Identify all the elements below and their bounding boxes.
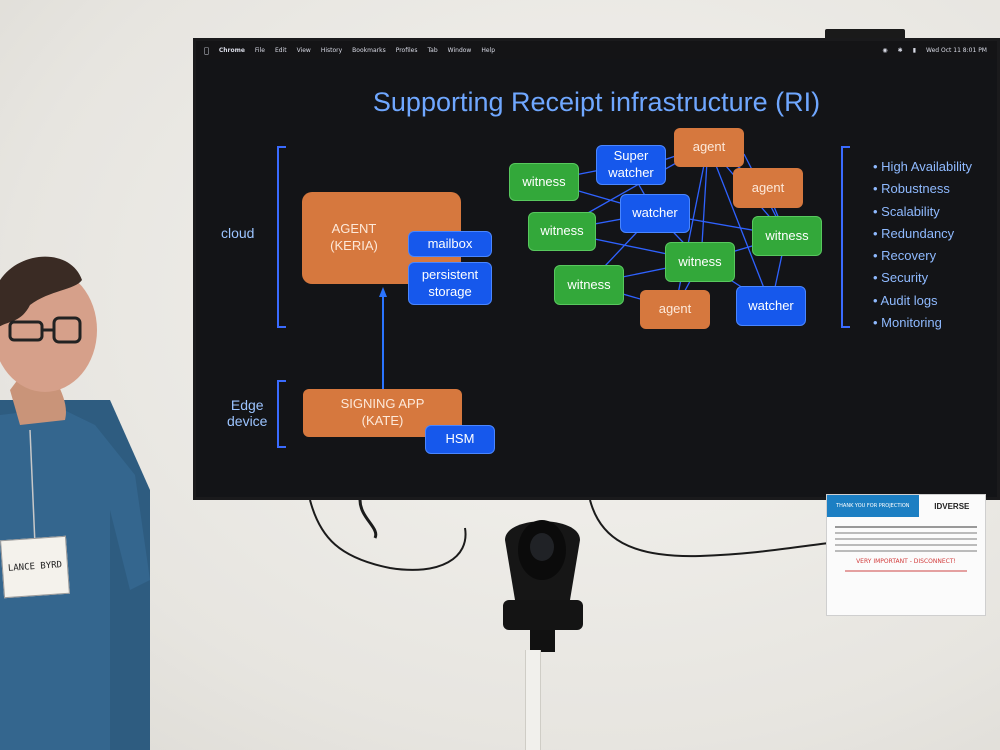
presenter-person <box>0 256 150 750</box>
battery-icon[interactable]: ▮ <box>912 46 916 54</box>
menu-edit[interactable]: Edit <box>270 46 287 54</box>
menu-app-name[interactable]: Chrome <box>214 46 245 54</box>
menu-help[interactable]: Help <box>476 46 495 54</box>
mailbox-box: mailbox <box>408 231 492 257</box>
camera-pole <box>525 650 541 750</box>
menu-view[interactable]: View <box>291 46 311 54</box>
menubar-clock[interactable]: Wed Oct 11 8:01 PM <box>926 46 987 54</box>
menu-profiles[interactable]: Profiles <box>390 46 418 54</box>
wifi-icon[interactable]: ◉ <box>882 46 888 54</box>
cables <box>309 499 831 571</box>
persistent-storage-box: persistent storage <box>408 262 492 305</box>
slide-title: Supporting Receipt infrastructure (RI) <box>372 87 821 117</box>
cloud-label: cloud <box>221 225 255 241</box>
menu-window[interactable]: Window <box>442 46 472 54</box>
edge-device-label: Edge device <box>227 397 268 429</box>
agent-node: agent <box>733 168 803 208</box>
feature-item: High Availability <box>873 159 972 181</box>
feature-item: Recovery <box>873 248 972 270</box>
witness-node: witness <box>528 212 596 251</box>
projection-instructions-sign: THANK YOU FOR PROJECTION IDVERSE VERY IM… <box>826 494 986 616</box>
watcher-node: watcher <box>620 194 690 233</box>
feature-item: Security <box>873 270 972 292</box>
witness-node: witness <box>752 216 822 256</box>
sign-body-text: VERY IMPORTANT - DISCONNECT! <box>827 517 985 581</box>
tv-display:  Chrome File Edit View History Bookmark… <box>193 38 1000 500</box>
agent-node: agent <box>674 128 744 167</box>
bluetooth-icon[interactable]: ✱ <box>897 46 903 54</box>
feature-list: High Availability Robustness Scalability… <box>873 159 972 337</box>
feature-item: Redundancy <box>873 226 972 248</box>
menu-tab[interactable]: Tab <box>422 46 438 54</box>
watcher-node: watcher <box>736 286 806 326</box>
witness-node: witness <box>554 265 624 305</box>
name-badge: LANCE BYRD <box>0 535 70 599</box>
menu-bookmarks[interactable]: Bookmarks <box>347 46 386 54</box>
sign-brand: IDVERSE <box>934 501 970 511</box>
feature-item: Audit logs <box>873 293 972 315</box>
feature-item: Monitoring <box>873 315 972 337</box>
feature-item: Robustness <box>873 181 972 203</box>
agent-node: agent <box>640 290 710 329</box>
slide-area: Supporting Receipt infrastructure (RI) <box>196 59 997 497</box>
apple-icon[interactable]:  <box>204 46 209 55</box>
witness-node: witness <box>509 163 579 201</box>
sign-warning: VERY IMPORTANT - DISCONNECT! <box>856 558 956 565</box>
conference-camera <box>503 520 583 652</box>
mac-menubar:  Chrome File Edit View History Bookmark… <box>196 41 997 59</box>
hsm-box: HSM <box>425 425 495 454</box>
sign-header: THANK YOU FOR PROJECTION <box>827 495 919 517</box>
feature-item: Scalability <box>873 204 972 226</box>
witness-node: witness <box>665 242 735 282</box>
menu-file[interactable]: File <box>250 46 265 54</box>
super-watcher-node: Super watcher <box>596 145 666 185</box>
menu-history[interactable]: History <box>316 46 342 54</box>
